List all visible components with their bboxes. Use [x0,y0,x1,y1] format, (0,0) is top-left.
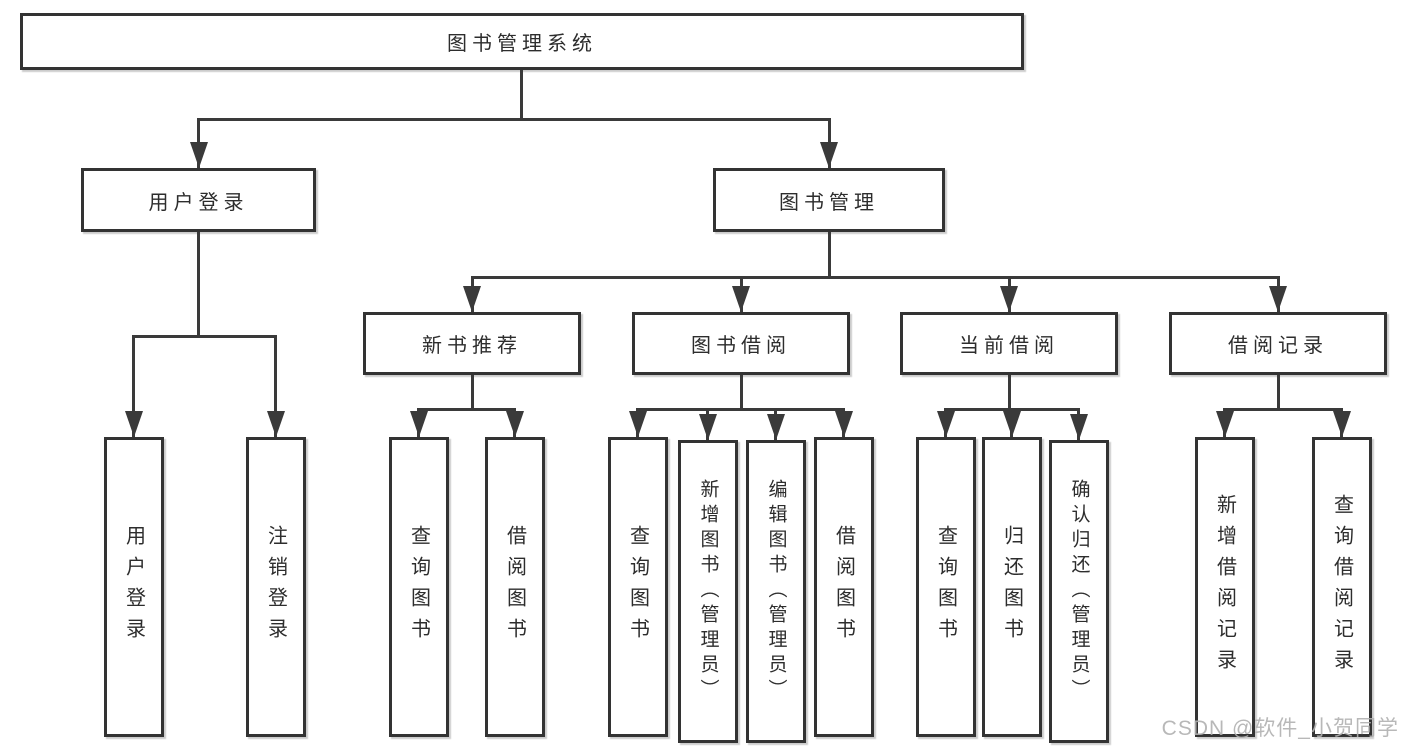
arrowhead-down-icon [1070,414,1088,440]
arrowhead-down-icon [835,411,853,437]
connector-line [197,118,831,121]
connector-line [740,375,743,408]
leaf-label: 借阅图书 [503,525,526,649]
arrowhead-down-icon [267,411,285,437]
connector-line [417,408,516,411]
leaf-query-books-current: 查询图书 [916,437,976,737]
connector-line [1223,408,1343,411]
arrowhead-down-icon [1000,286,1018,312]
node-root-system: 图书管理系统 [20,13,1024,70]
leaf-label: 确认归还（管理员） [1068,479,1090,704]
connector-line [132,335,135,437]
leaf-label: 归还图书 [1000,525,1023,649]
leaf-label: 用户登录 [122,525,145,649]
csdn-watermark: CSDN @软件_小贺同学 [1161,717,1399,740]
node-book-borrowing: 图书借阅 [632,312,850,375]
leaf-borrow-books-borrowing: 借阅图书 [814,437,874,737]
leaf-logout: 注销登录 [246,437,306,737]
arrowhead-down-icon [506,411,524,437]
leaf-add-borrow-record: 新增借阅记录 [1195,437,1255,737]
arrowhead-down-icon [410,411,428,437]
connector-line [1277,375,1280,408]
leaf-query-books-recommend: 查询图书 [389,437,449,737]
arrowhead-down-icon [629,411,647,437]
connector-line [1008,375,1011,408]
connector-line [636,408,845,411]
leaf-label: 查询图书 [407,525,430,649]
arrowhead-down-icon [1216,411,1234,437]
node-user-login: 用户登录 [81,168,316,232]
connector-line [471,276,1279,279]
connector-line [471,375,474,408]
connector-line [197,232,200,335]
arrowhead-down-icon [463,286,481,312]
connector-line [132,335,277,338]
arrowhead-down-icon [820,142,838,168]
leaf-borrow-books-recommend: 借阅图书 [485,437,545,737]
leaf-label: 新增图书（管理员） [697,479,719,704]
node-book-management: 图书管理 [713,168,945,232]
leaf-query-borrow-record: 查询借阅记录 [1312,437,1372,737]
arrowhead-down-icon [125,411,143,437]
leaf-confirm-return-admin: 确认归还（管理员） [1049,440,1109,743]
connector-line [828,232,831,276]
node-current-borrowing: 当前借阅 [900,312,1118,375]
leaf-user-login: 用户登录 [104,437,164,737]
leaf-edit-book-admin: 编辑图书（管理员） [746,440,806,743]
arrowhead-down-icon [190,142,208,168]
leaf-label: 查询图书 [934,525,957,649]
leaf-return-books: 归还图书 [982,437,1042,737]
leaf-label: 新增借阅记录 [1213,494,1236,680]
connector-line [274,335,277,437]
leaf-label: 注销登录 [264,525,287,649]
leaf-label: 借阅图书 [832,525,855,649]
arrowhead-down-icon [732,286,750,312]
arrowhead-down-icon [767,414,785,440]
node-new-book-recommend: 新书推荐 [363,312,581,375]
arrowhead-down-icon [699,414,717,440]
leaf-label: 查询图书 [626,525,649,649]
arrowhead-down-icon [1333,411,1351,437]
connector-line [520,70,523,118]
node-borrowing-records: 借阅记录 [1169,312,1387,375]
arrowhead-down-icon [1003,411,1021,437]
leaf-label: 编辑图书（管理员） [765,479,787,704]
leaf-add-book-admin: 新增图书（管理员） [678,440,738,743]
leaf-query-books-borrowing: 查询图书 [608,437,668,737]
arrowhead-down-icon [937,411,955,437]
arrowhead-down-icon [1269,286,1287,312]
leaf-label: 查询借阅记录 [1330,494,1353,680]
